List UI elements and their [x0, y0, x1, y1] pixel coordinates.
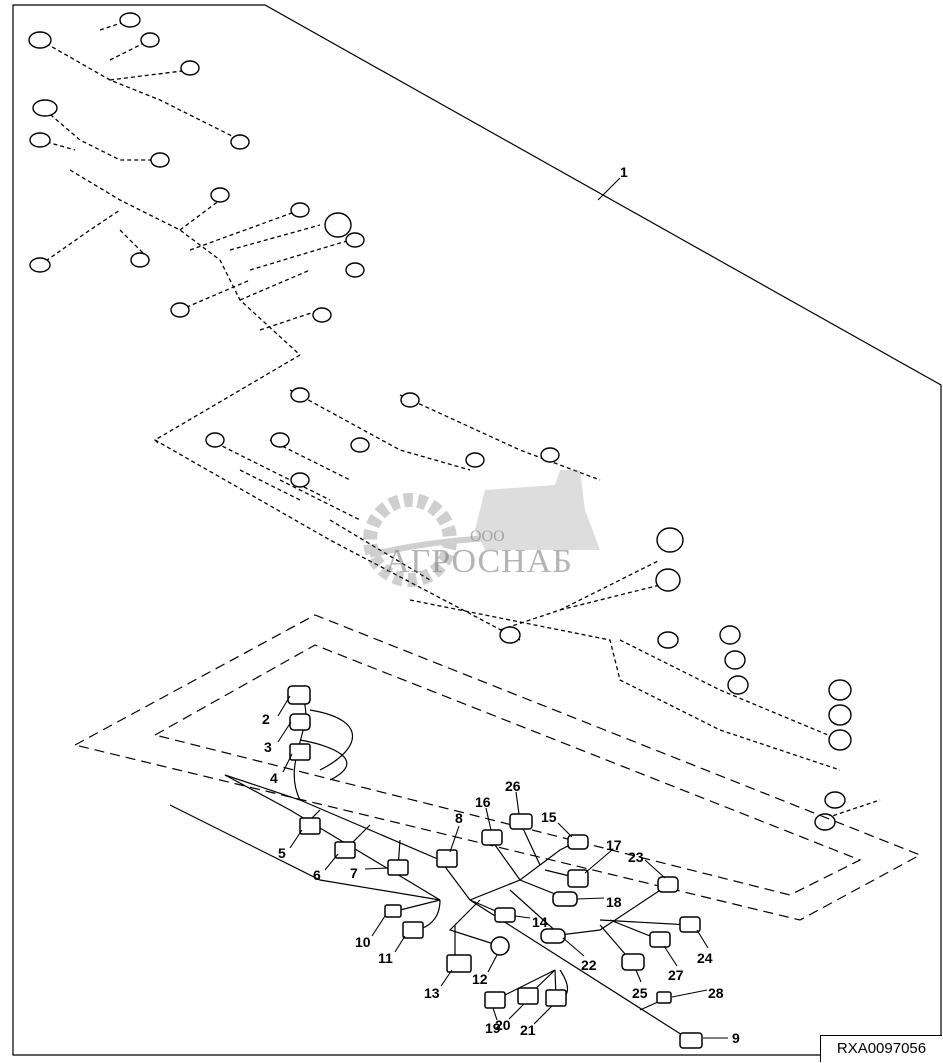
callout-22: 22 [581, 957, 597, 973]
connector-3 [289, 713, 311, 731]
callout-6: 6 [313, 867, 321, 883]
connector-27 [649, 931, 671, 948]
watermark-prefix: ООО [470, 528, 505, 545]
connector-23 [657, 876, 679, 893]
callout-26: 26 [505, 778, 521, 794]
connector-5 [299, 817, 321, 835]
callout-15: 15 [541, 809, 557, 825]
callout-19: 19 [485, 1020, 501, 1036]
connector-26 [509, 813, 533, 830]
connector-22 [540, 928, 566, 944]
callout-13: 13 [424, 985, 440, 1001]
connector-16 [481, 829, 503, 846]
watermark-logo [363, 470, 600, 587]
connector-4 [289, 743, 311, 761]
watermark-name: АГРОСНАБ [385, 543, 573, 580]
connector-14 [494, 907, 516, 923]
connector-9 [679, 1032, 703, 1049]
connector-11 [402, 921, 424, 939]
callout-27: 27 [668, 967, 684, 983]
phantom-connectors [28, 12, 852, 831]
callout-4: 4 [270, 770, 278, 786]
callout-9: 9 [732, 1030, 740, 1046]
callout-24: 24 [697, 950, 713, 966]
leader-lines [277, 177, 728, 1039]
callout-28: 28 [708, 985, 724, 1001]
connector-24 [679, 916, 701, 933]
connector-12 [490, 936, 510, 956]
connector-18 [552, 891, 578, 907]
callout-5: 5 [278, 845, 286, 861]
callout-11: 11 [378, 950, 393, 966]
callout-20: 20 [495, 1017, 511, 1033]
callout-3: 3 [264, 739, 272, 755]
connector-6 [334, 841, 356, 859]
callout-16: 16 [475, 794, 491, 810]
callout-17: 17 [606, 837, 622, 853]
callout-1: 1 [620, 164, 628, 180]
connector-2 [287, 685, 311, 705]
callout-21: 21 [520, 1022, 536, 1038]
connector-17 [567, 869, 589, 888]
connector-8 [436, 849, 458, 868]
callout-10: 10 [355, 934, 371, 950]
callout-18: 18 [606, 894, 622, 910]
phantom-harness-upper [39, 19, 881, 821]
connector-19 [484, 991, 506, 1009]
callout-labels: 1 2 3 4 5 6 7 8 9 10 11 12 13 14 15 16 1… [262, 164, 740, 1046]
callout-12: 12 [472, 971, 488, 987]
callout-14: 14 [532, 914, 548, 930]
connector-28 [656, 991, 672, 1004]
callout-8: 8 [455, 810, 463, 826]
connector-25 [621, 953, 645, 971]
connector-20 [517, 987, 539, 1005]
frame-outline [12, 4, 942, 1056]
callout-2: 2 [262, 711, 270, 727]
connector-10 [384, 904, 402, 918]
harness-envelope [73, 614, 922, 921]
connector-21 [545, 989, 567, 1007]
callout-7: 7 [350, 865, 358, 881]
connector-13 [446, 954, 472, 973]
callout-23: 23 [628, 849, 644, 865]
connector-15 [567, 834, 589, 850]
connectors [287, 685, 703, 1049]
reference-code: RXA0097056 [820, 1035, 942, 1062]
callout-25: 25 [632, 985, 648, 1001]
connector-7 [387, 859, 409, 876]
